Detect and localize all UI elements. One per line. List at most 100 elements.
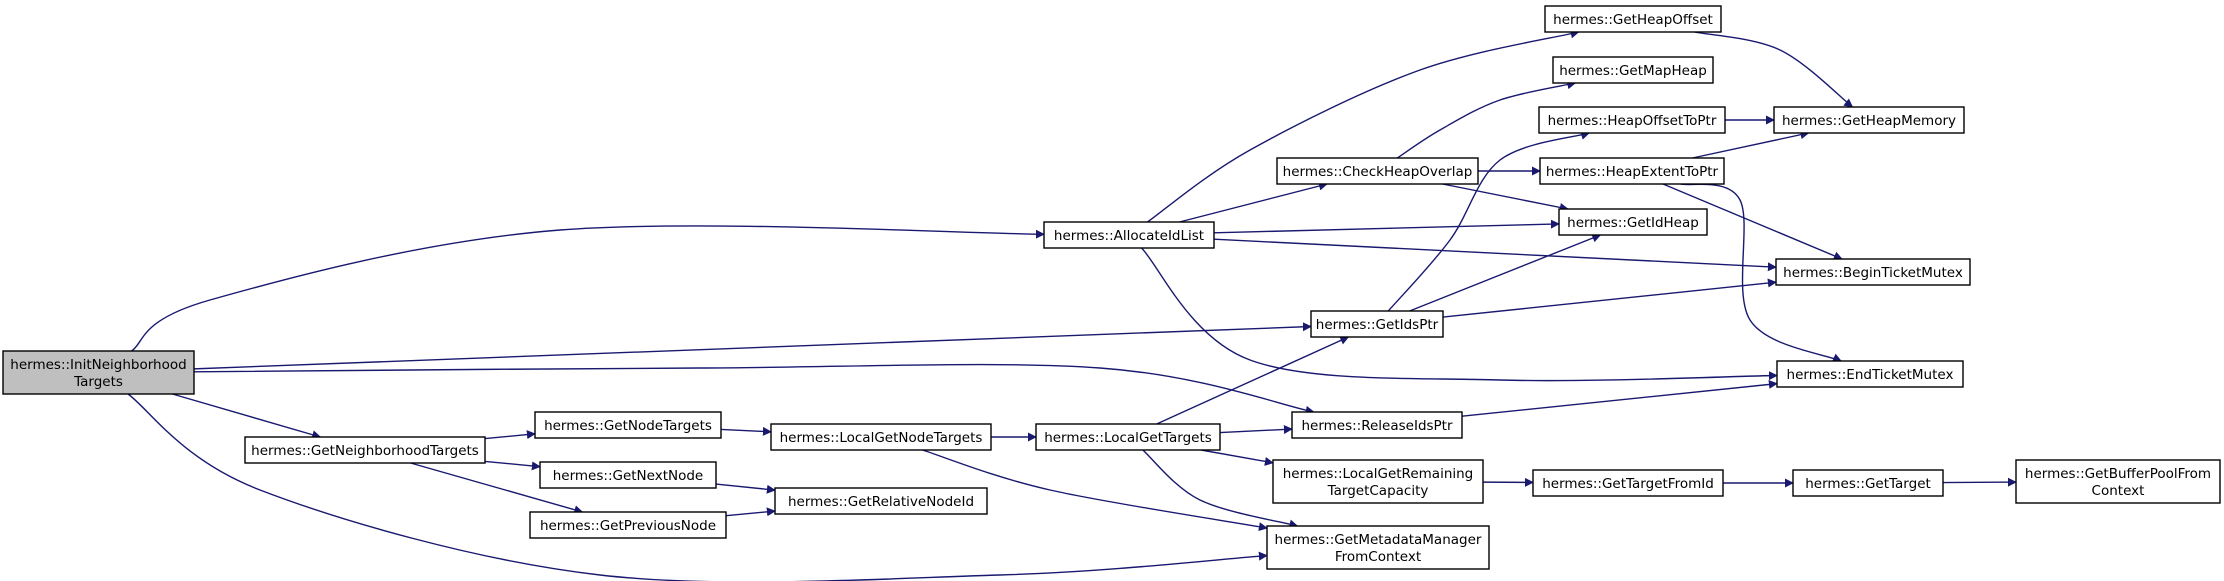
edge-check-heap-overlap-to-get-map-heap: [1396, 80, 1577, 159]
node-get-heap-offset[interactable]: hermes::GetHeapOffset: [1544, 5, 1722, 33]
node-label: TargetCapacity: [1327, 483, 1429, 499]
node-box: [1043, 221, 1215, 249]
edge-init-neighborhood-targets-to-get-ids-ptr: [193, 322, 1312, 370]
node-get-next-node[interactable]: hermes::GetNextNode: [539, 461, 717, 489]
node-box: [1775, 258, 1971, 286]
edge-local-get-targets-to-local-get-remaining-target-capacity: [1200, 449, 1274, 466]
node-begin-ticket-mutex[interactable]: hermes::BeginTicketMutex: [1775, 258, 1971, 286]
edge-local-get-targets-to-release-ids-ptr: [1219, 424, 1293, 434]
node-label: hermes::EndTicketMutex: [1787, 367, 1954, 383]
edge-init-neighborhood-targets-to-release-ids-ptr: [193, 363, 1315, 415]
edge-get-ids-ptr-to-heap-offset-to-ptr: [1387, 131, 1590, 312]
edge-get-ids-ptr-to-begin-ticket-mutex: [1442, 278, 1777, 318]
node-box: [244, 436, 486, 464]
edge-heap-extent-to-ptr-to-get-heap-memory: [1692, 130, 1810, 159]
node-label: hermes::GetTarget: [1805, 476, 1931, 492]
edge-release-ids-ptr-to-end-ticket-mutex: [1461, 379, 1778, 417]
node-local-get-targets[interactable]: hermes::LocalGetTargets: [1035, 423, 1221, 451]
node-label: hermes::BeginTicketMutex: [1783, 265, 1963, 281]
edge-allocate-id-list-to-get-heap-offset: [1147, 29, 1580, 223]
node-label: hermes::GetHeapOffset: [1553, 12, 1713, 28]
node-box: [1276, 157, 1479, 185]
node-label: hermes::GetMapHeap: [1559, 63, 1707, 79]
node-label: hermes::GetTargetFromId: [1542, 476, 1714, 492]
edge-allocate-id-list-to-begin-ticket-mutex: [1213, 238, 1777, 272]
node-get-neighborhood-targets[interactable]: hermes::GetNeighborhoodTargets: [244, 436, 486, 464]
edge-local-get-targets-to-get-ids-ptr: [1156, 336, 1350, 425]
edge-init-neighborhood-targets-to-get-metadata-manager-from-context: [127, 393, 1268, 581]
node-box: [770, 423, 992, 451]
node-label: FromContext: [1335, 549, 1421, 565]
node-box: [1272, 459, 1484, 504]
edge-init-neighborhood-targets-to-allocate-id-list: [131, 225, 1045, 352]
node-box: [1792, 469, 1944, 497]
edge-allocate-id-list-to-end-ticket-mutex: [1141, 247, 1778, 382]
node-heap-offset-to-ptr[interactable]: hermes::HeapOffsetToPtr: [1538, 106, 1726, 134]
node-get-relative-node-id[interactable]: hermes::GetRelativeNodeId: [774, 487, 988, 515]
edge-check-heap-overlap-to-get-id-heap: [1442, 183, 1569, 212]
node-box: [2015, 459, 2221, 504]
node-get-target[interactable]: hermes::GetTarget: [1792, 469, 1944, 497]
node-box: [1539, 157, 1725, 185]
edge-get-next-node-to-get-relative-node-id: [715, 483, 776, 494]
node-label: hermes::GetNeighborhoodTargets: [251, 443, 479, 459]
node-allocate-id-list[interactable]: hermes::AllocateIdList: [1043, 221, 1215, 249]
node-label: hermes::LocalGetRemaining: [1283, 466, 1474, 482]
node-box: [1035, 423, 1221, 451]
node-label: Targets: [73, 374, 123, 390]
edge-get-neighborhood-targets-to-get-previous-node: [410, 462, 584, 515]
node-box: [1538, 106, 1726, 134]
node-get-target-from-id[interactable]: hermes::GetTargetFromId: [1532, 469, 1724, 497]
edge-get-neighborhood-targets-to-get-node-targets: [484, 430, 536, 440]
node-label: hermes::CheckHeapOverlap: [1283, 164, 1473, 180]
edge-get-previous-node-to-get-relative-node-id: [725, 507, 776, 517]
edges-layer: [127, 29, 2017, 581]
node-get-map-heap[interactable]: hermes::GetMapHeap: [1552, 56, 1714, 84]
node-end-ticket-mutex[interactable]: hermes::EndTicketMutex: [1776, 360, 1964, 388]
node-get-id-heap[interactable]: hermes::GetIdHeap: [1558, 208, 1708, 236]
node-box: [539, 461, 717, 489]
node-label: hermes::HeapOffsetToPtr: [1548, 113, 1717, 129]
node-box: [1266, 525, 1490, 570]
node-box: [529, 511, 727, 539]
node-box: [534, 411, 722, 439]
node-check-heap-overlap[interactable]: hermes::CheckHeapOverlap: [1276, 157, 1479, 185]
edge-get-ids-ptr-to-get-id-heap: [1409, 233, 1602, 312]
node-box: [774, 487, 988, 515]
edge-local-get-targets-to-get-metadata-manager-from-context: [1142, 449, 1299, 529]
node-label: hermes::GetHeapMemory: [1782, 113, 1956, 129]
node-box: [1291, 411, 1463, 439]
node-box: [1552, 56, 1714, 84]
edge-get-heap-offset-to-get-heap-memory: [1694, 31, 1854, 108]
node-heap-extent-to-ptr[interactable]: hermes::HeapExtentToPtr: [1539, 157, 1725, 185]
node-label: hermes::LocalGetNodeTargets: [780, 430, 983, 446]
node-label: hermes::GetBufferPoolFrom: [2025, 466, 2211, 482]
node-get-heap-memory[interactable]: hermes::GetHeapMemory: [1773, 106, 1965, 134]
node-get-node-targets[interactable]: hermes::GetNodeTargets: [534, 411, 722, 439]
node-label: Context: [2092, 483, 2145, 499]
edge-get-neighborhood-targets-to-get-next-node: [484, 460, 541, 471]
node-label: hermes::GetIdsPtr: [1316, 317, 1439, 333]
edge-allocate-id-list-to-check-heap-overlap: [1179, 181, 1328, 223]
edge-allocate-id-list-to-get-id-heap: [1213, 219, 1560, 234]
node-label: hermes::GetNodeTargets: [544, 418, 712, 434]
node-get-previous-node[interactable]: hermes::GetPreviousNode: [529, 511, 727, 539]
node-box: [1773, 106, 1965, 134]
node-label: hermes::ReleaseIdsPtr: [1301, 418, 1453, 434]
node-box: [1544, 5, 1722, 33]
node-box: [1532, 469, 1724, 497]
node-box: [1310, 310, 1444, 338]
node-label: hermes::AllocateIdList: [1054, 228, 1204, 244]
edge-local-get-node-targets-to-get-metadata-manager-from-context: [922, 449, 1268, 532]
node-local-get-node-targets[interactable]: hermes::LocalGetNodeTargets: [770, 423, 992, 451]
node-label: hermes::HeapExtentToPtr: [1546, 164, 1719, 180]
node-get-ids-ptr[interactable]: hermes::GetIdsPtr: [1310, 310, 1444, 338]
edge-init-neighborhood-targets-to-get-neighborhood-targets: [172, 393, 322, 440]
node-release-ids-ptr[interactable]: hermes::ReleaseIdsPtr: [1291, 411, 1463, 439]
